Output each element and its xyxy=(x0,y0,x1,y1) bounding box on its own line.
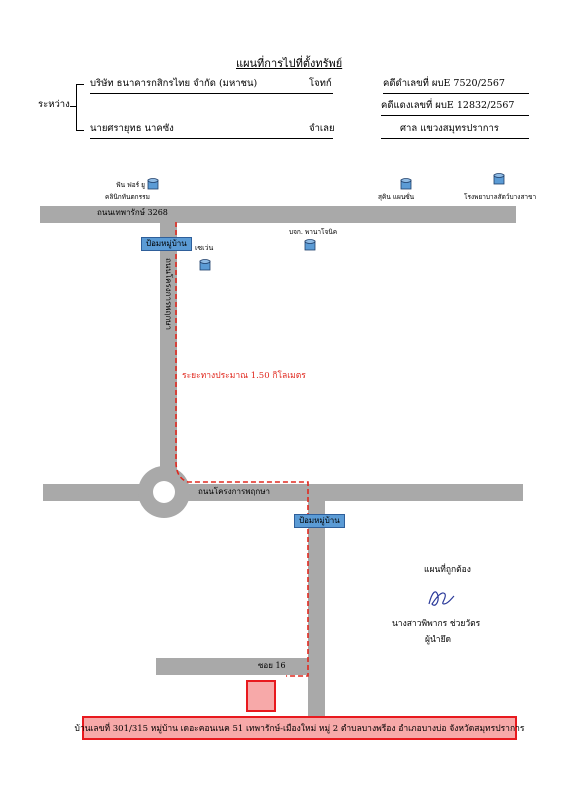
black-case-underline xyxy=(383,93,529,94)
signer-role: ผู้นำยึด xyxy=(425,635,452,645)
landmark-fun-fold: ฟัน ฟอร์ ยู xyxy=(116,181,145,189)
black-case-number: คดีดำเลขที่ ผบE 7520/2567 xyxy=(383,78,505,89)
between-label: ระหว่าง xyxy=(38,99,70,110)
landmark-pana: บจก. พานาโจนิค xyxy=(289,228,338,236)
landmark-factory: โรงพยาบาลสัตว์บางสาขา xyxy=(464,193,537,201)
road-khrongkan-vertical xyxy=(160,223,177,473)
cylinder-marker-icon xyxy=(199,259,211,271)
landmark-seven-eleven: เซเว่น xyxy=(195,244,214,252)
plaintiff-name: บริษัท ธนาคารกสิกรไทย จำกัด (มหาชน) xyxy=(90,78,258,89)
certification-label: แผนที่ถูกต้อง xyxy=(424,565,471,575)
road-label-soi-16: ซอย 16 xyxy=(258,661,286,670)
bracket-top xyxy=(76,84,84,85)
road-label-thepharak: ถนนเทพารักษ์ 3268 xyxy=(97,208,168,217)
road-thepharak xyxy=(40,206,516,223)
signature-icon xyxy=(428,591,455,606)
map-title: แผนที่การไปที่ตั้งทรัพย์ xyxy=(236,57,343,70)
village-gate-stop-south: ป้อมหมู่บ้าน xyxy=(294,514,345,528)
road-soi-16 xyxy=(156,658,308,675)
plaintiff-underline xyxy=(90,93,333,94)
defendant-underline xyxy=(90,138,333,139)
bracket-mid xyxy=(70,106,76,107)
cylinder-marker-icon xyxy=(147,178,159,190)
road-label-khrongkan-horizontal: ถนนโครงการพฤกษา xyxy=(198,487,270,496)
landmark-clinic: คลินิกทันตกรรม xyxy=(105,193,150,201)
cylinder-marker-icon xyxy=(400,178,412,190)
red-case-number: คดีแดงเลขที่ ผบE 12832/2567 xyxy=(381,100,515,111)
landmark-sukhum: สุคิน แผนซั่น xyxy=(378,193,415,201)
property-address: บ้านเลขที่ 301/315 หมู่บ้าน เดอะคอนเนค 5… xyxy=(75,716,524,740)
cylinder-marker-icon xyxy=(493,173,505,185)
plaintiff-role: โจทก์ xyxy=(309,78,332,89)
signer-name: นางสาวพิพากร ช่วยวัตร xyxy=(392,619,481,629)
red-case-underline xyxy=(381,115,529,116)
court-name: ศาล แขวงสมุทรปราการ xyxy=(400,123,499,134)
defendant-name: นายศรายุทธ นาคซัง xyxy=(90,123,174,134)
roundabout xyxy=(138,466,190,518)
village-gate-stop-north: ป้อมหมู่บ้าน xyxy=(141,237,192,251)
cylinder-marker-icon xyxy=(304,239,316,251)
bracket-bottom xyxy=(76,130,84,131)
distance-note: ระยะทางประมาณ 1.50 กิโลเมตร xyxy=(182,371,306,381)
bracket-vertical xyxy=(76,84,77,130)
road-vertical-south xyxy=(308,501,325,716)
property-marker xyxy=(246,680,276,712)
court-underline xyxy=(381,138,529,139)
defendant-role: จำเลย xyxy=(309,123,335,134)
